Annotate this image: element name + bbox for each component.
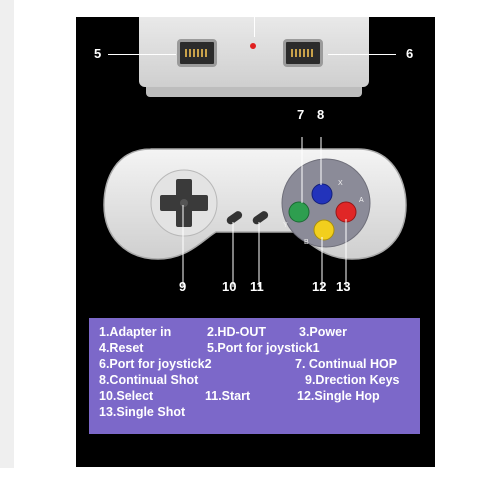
legend-item-12: 12.Single Hop: [297, 389, 380, 403]
controller-illustration: X Y A B: [103, 137, 407, 287]
select-button: [226, 211, 243, 225]
console: [139, 17, 369, 87]
leader-5: [108, 54, 176, 55]
joystick1-port: [177, 39, 217, 67]
leader-lines: [182, 137, 347, 287]
legend-item-13: 13.Single Shot: [99, 405, 186, 419]
button-letter-x: X: [338, 180, 343, 187]
green-button: [288, 201, 310, 223]
label-11: 11: [250, 279, 264, 294]
label-6: 6: [406, 46, 414, 61]
legend-item-2: 2.HD-OUT: [207, 325, 267, 339]
legend-item-3: 3.Power: [299, 325, 347, 339]
label-8: 8: [317, 107, 325, 122]
product-diagram-panel: 5 6 X Y A B: [76, 17, 435, 467]
legend-box: 1.Adapter in 2.HD-OUT 3.Power 4.Reset 5.…: [89, 318, 420, 434]
legend-item-6: 6.Port for joystick2: [99, 357, 212, 371]
legend-item-8: 8.Continual Shot: [99, 373, 199, 387]
label-12: 12: [312, 279, 327, 294]
legend-item-4: 4.Reset: [99, 341, 144, 355]
button-letter-a: A: [359, 197, 364, 204]
label-7: 7: [297, 107, 305, 122]
legend-item-10: 10.Select: [99, 389, 154, 403]
label-5: 5: [94, 46, 102, 61]
console-base: [146, 85, 362, 97]
power-led: [250, 43, 256, 49]
legend-item-1: 1.Adapter in: [99, 325, 172, 339]
top-leader-line: [254, 17, 255, 37]
label-13: 13: [336, 279, 351, 294]
button-letter-b: B: [304, 239, 309, 246]
yellow-button: [313, 219, 335, 241]
label-10: 10: [222, 279, 237, 294]
blue-button: [311, 183, 333, 205]
legend-item-9: 9.Drection Keys: [305, 373, 400, 387]
direction-pad: [160, 179, 208, 227]
label-9: 9: [179, 279, 187, 294]
legend-item-7: 7. Continual HOP: [295, 357, 398, 371]
side-strip: [0, 0, 14, 468]
leader-6: [328, 54, 396, 55]
button-letter-y: Y: [283, 222, 288, 229]
joystick2-port: [283, 39, 323, 67]
legend-item-5: 5.Port for joystick1: [207, 341, 320, 355]
legend-item-11: 11.Start: [205, 389, 251, 403]
start-button: [252, 211, 269, 225]
